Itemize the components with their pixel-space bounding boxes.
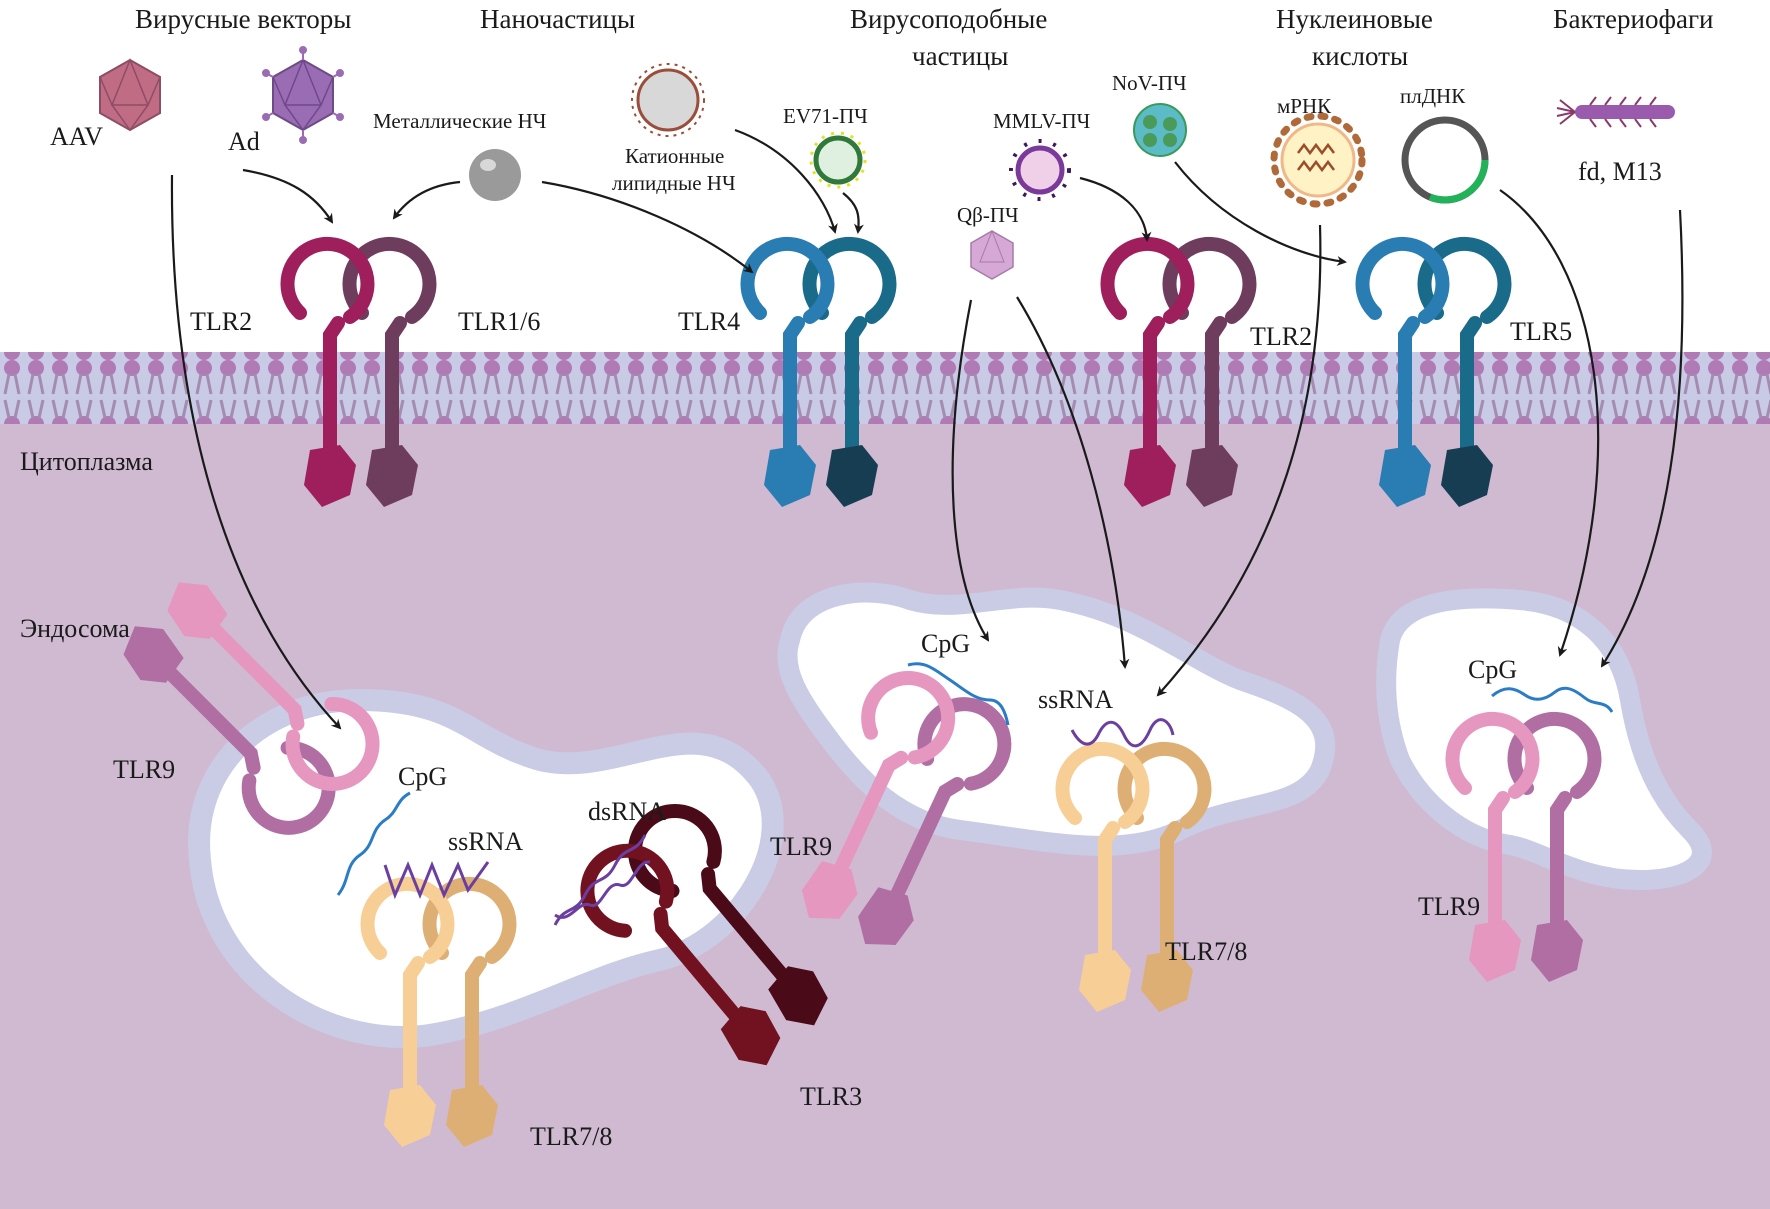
label-cpg-right: CpG (1468, 655, 1517, 684)
arrow-qbeta-to-ssrna (1016, 296, 1130, 669)
tlr9-receptor-right (1445, 711, 1602, 982)
label-tlr5: TLR5 (1510, 317, 1572, 346)
tlr2-receptor-right (1100, 236, 1257, 507)
label-cationic-line1: Катионные (625, 144, 724, 168)
label-tlr9-right: TLR9 (1418, 892, 1480, 921)
label-tlr78-left: TLR7/8 (530, 1122, 612, 1151)
category-nanoparticles: Наночастицы (480, 4, 635, 34)
arrow-nov-to-tlr5 (1174, 161, 1347, 266)
cpg-strand-left (336, 791, 411, 896)
arrow-metal-to-tlr4 (541, 180, 754, 274)
tlr2-tlr16-receptor (280, 236, 437, 507)
label-tlr9-left: TLR9 (113, 755, 175, 784)
plasmid-dna-icon (1401, 116, 1489, 204)
label-tlr9-middle: TLR9 (770, 832, 832, 861)
label-cpg-middle: CpG (921, 629, 970, 658)
endosome-right (1376, 588, 1712, 891)
label-pldna: плДНК (1400, 84, 1466, 108)
arrow-lnp-to-tlr4 (734, 128, 838, 234)
arrow-phage-to-cpg (1600, 209, 1684, 668)
label-metal-np: Металлические НЧ (373, 109, 547, 133)
category-phages: Бактериофаги (1553, 4, 1713, 34)
mrna-lnp-icon (1270, 112, 1366, 208)
label-tlr2-membrane-left: TLR2 (190, 307, 252, 336)
label-nov: NoV-ПЧ (1112, 71, 1187, 95)
arrow-aav-to-endosome (170, 174, 342, 730)
label-cationic-line2: липидные НЧ (612, 171, 736, 195)
adenovirus-icon (262, 46, 344, 144)
label-ad: Ad (228, 127, 260, 156)
label-fd-m13: fd, M13 (1578, 157, 1662, 186)
category-vlp-line2: частицы (912, 41, 1008, 71)
cationic-lipid-np-icon (631, 63, 705, 137)
qbeta-vlp-icon (970, 229, 1014, 280)
label-qbeta: Qβ-ПЧ (957, 203, 1019, 227)
mmlv-vlp-icon (1009, 139, 1071, 201)
aav-icon (99, 57, 161, 132)
label-cytoplasm: Цитоплазма (20, 447, 153, 476)
arrow-qbeta-to-cpg (951, 299, 990, 642)
arrow-ad-to-tlr2 (242, 168, 334, 224)
arrow-ev71-to-tlr4 (842, 192, 864, 234)
category-vlp-line1: Вирусоподобные (850, 4, 1047, 34)
tlr4-receptor (740, 236, 897, 507)
label-endosome: Эндосома (20, 614, 130, 643)
label-aav: AAV (50, 122, 103, 151)
ssrna-strand-middle (1070, 718, 1175, 748)
arrow-mrna-to-ssrna (1156, 224, 1322, 697)
label-tlr16: TLR1/6 (458, 307, 540, 336)
ev71-vlp-icon (809, 131, 867, 189)
category-nucleic-line2: кислоты (1312, 41, 1408, 71)
dsrna-helix (553, 834, 651, 926)
tlr5-receptor (1355, 236, 1512, 507)
label-mmlv: MMLV-ПЧ (993, 109, 1091, 133)
label-tlr3: TLR3 (800, 1082, 862, 1111)
label-tlr4: TLR4 (678, 307, 740, 336)
label-tlr78-middle: TLR7/8 (1165, 937, 1247, 966)
category-viral-vectors: Вирусные векторы (135, 4, 351, 34)
label-ssrna-middle: ssRNA (1038, 685, 1113, 714)
tlr9-receptor-middle (801, 670, 1012, 945)
tlr3-receptor (580, 803, 828, 1066)
label-tlr2-membrane-right: TLR2 (1250, 322, 1312, 351)
label-ssrna-left: ssRNA (448, 827, 523, 856)
tlr9-receptor-left (123, 582, 380, 835)
label-mrna: мРНК (1277, 94, 1332, 118)
label-ev71: EV71-ПЧ (783, 104, 868, 128)
arrow-pldna-to-cpg (1499, 189, 1600, 657)
label-cpg-left: CpG (398, 762, 447, 791)
plasma-membrane (0, 352, 1770, 424)
metal-nanoparticle-icon (469, 149, 521, 201)
arrow-mmlv-to-tlr2 (1079, 176, 1152, 242)
nov-vlp-icon (1133, 103, 1187, 157)
arrow-metal-to-tlr16 (392, 180, 461, 220)
ssrna-strand-left (383, 860, 490, 900)
tlr78-receptor-middle (1055, 741, 1212, 1012)
cpg-strand-middle (907, 662, 1010, 726)
label-dsrna: dsRNA (588, 797, 666, 826)
category-nucleic-line1: Нуклеиновые (1276, 4, 1433, 34)
filamentous-phage-icon (1556, 96, 1675, 128)
cpg-strand-right (1491, 686, 1614, 713)
